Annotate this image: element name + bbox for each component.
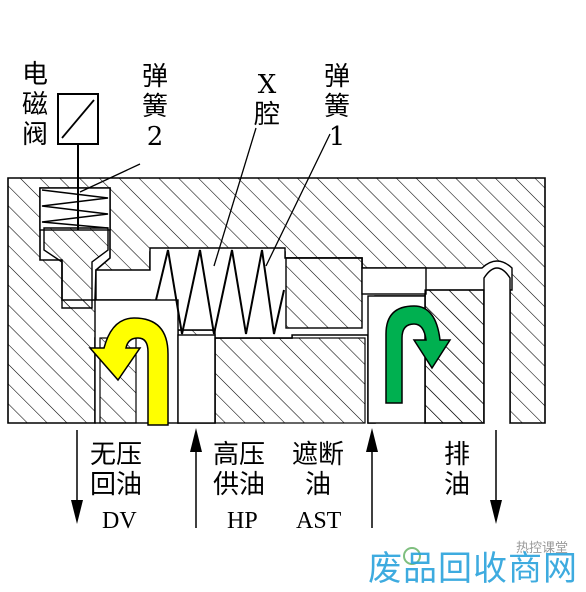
green-flow-arrow [385,305,452,404]
label-hp-code: HP [227,508,258,534]
pilot-plunger [43,227,109,309]
label-spring1: 弹 簧 1 [324,62,351,152]
label-x-chamber: X 腔 [254,70,281,130]
watermark-main: 废品回收商网 [368,549,578,589]
lower-block-mid [214,337,366,424]
label-spring2: 弹 簧 2 [142,62,169,152]
spring2 [41,189,109,229]
label-hp: 高压 供油 [213,440,266,500]
leader-spring1 [265,133,331,267]
leader-x-chamber [213,127,257,267]
label-dv-code: DV [102,508,137,534]
leader-spring2 [79,163,141,193]
spring1 [155,249,285,335]
arrow-ast-up [366,428,378,528]
label-ast-code: AST [296,508,342,534]
yellow-flow-arrow [88,317,169,426]
arrow-hp-up [190,428,202,528]
arrow-drain-down [490,430,502,524]
label-ast: 遮断 油 [292,440,345,500]
main-piston [285,257,363,329]
watermark-small: 热控课堂 [515,541,568,556]
drain-channel [483,267,511,423]
label-solenoid-valve: 电 磁 阀 [22,60,49,150]
solenoid-diagonal [61,99,95,139]
label-drain: 排 油 [444,440,471,500]
watermark-logo-icon [403,547,421,565]
arrow-dv-down [71,430,83,524]
piston-stem [361,267,427,295]
label-dv: 无压 回油 [90,440,143,500]
hp-cavity [177,334,216,424]
